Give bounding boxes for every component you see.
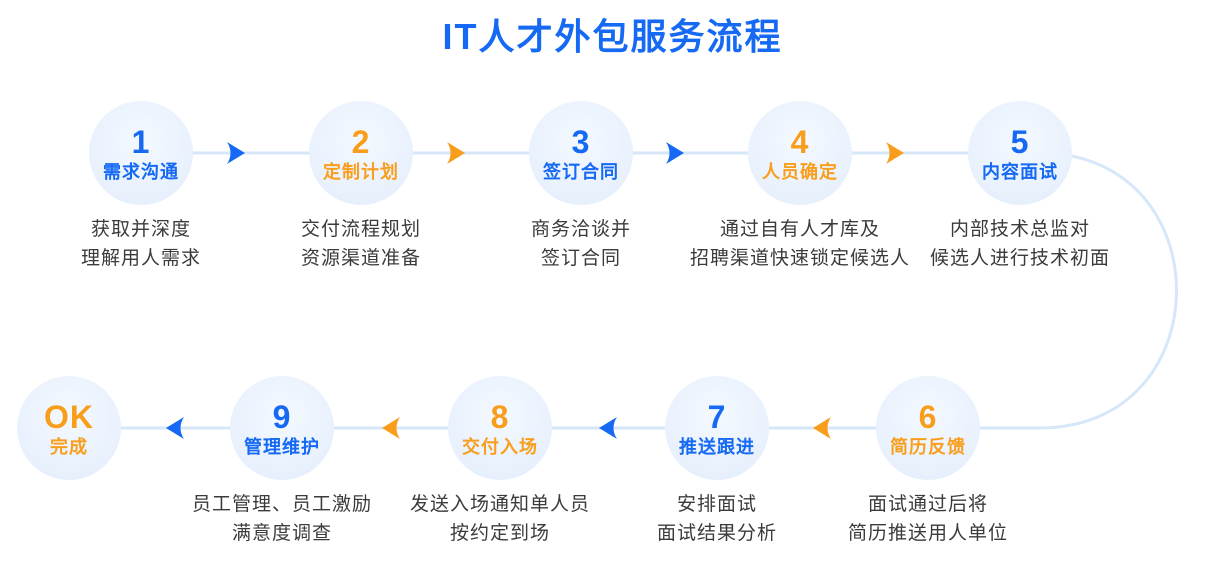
step-description-line: 资源渠道准备: [300, 248, 421, 269]
step-node: 8 交付入场 发送入场通知单人员按约定到场: [370, 376, 630, 548]
step-description-line: 交付流程规划: [300, 219, 421, 240]
step-node: 5 内容面试 内部技术总监对候选人进行技术初面: [890, 101, 1150, 273]
step-node: 7 推送跟进 安排面试面试结果分析: [587, 376, 847, 548]
step-description-line: 获取并深度: [90, 219, 191, 240]
step-circle: 2 定制计划: [309, 101, 413, 205]
step-label: 需求沟通: [103, 161, 179, 182]
step-number: 2: [351, 123, 371, 160]
step-label: 管理维护: [244, 436, 320, 457]
flow-path: [67, 151, 1178, 430]
step-description: 交付流程规划资源渠道准备: [231, 215, 491, 273]
step-number: 7: [707, 398, 727, 435]
step-description-line: 候选人进行技术初面: [929, 248, 1110, 269]
step-label: 完成: [50, 436, 88, 457]
step-description: 安排面试面试结果分析: [587, 490, 847, 548]
step-number: 1: [131, 123, 151, 160]
step-label: 定制计划: [323, 161, 399, 182]
step-description: 面试通过后将简历推送用人单位: [798, 490, 1058, 548]
step-description: 获取并深度理解用人需求: [11, 215, 271, 273]
step-description: 内部技术总监对候选人进行技术初面: [890, 215, 1150, 273]
step-number: 5: [1010, 123, 1030, 160]
arrow-left-icon: [382, 417, 400, 439]
step-description-line: 通过自有人才库及: [719, 219, 880, 240]
step-node: 1 需求沟通 获取并深度理解用人需求: [11, 101, 271, 273]
arrow-right-icon: [447, 142, 465, 164]
step-node: 6 简历反馈 面试通过后将简历推送用人单位: [798, 376, 1058, 548]
step-number: OK: [44, 398, 94, 435]
arrow-left-icon: [813, 417, 831, 439]
arrow-right-icon: [666, 142, 684, 164]
arrow-right-icon: [886, 142, 904, 164]
step-circle: 1 需求沟通: [89, 101, 193, 205]
step-circle: 5 内容面试: [968, 101, 1072, 205]
step-circle: 8 交付入场: [448, 376, 552, 480]
step-node: 3 签订合同 商务洽谈并签订合同: [451, 101, 711, 273]
step-description-line: 签订合同: [540, 248, 621, 269]
step-node: OK 完成: [0, 376, 199, 490]
step-description-line: 满意度调查: [231, 523, 332, 544]
step-circle: 4 人员确定: [748, 101, 852, 205]
step-description-line: 安排面试: [676, 494, 757, 515]
step-circle: OK 完成: [17, 376, 121, 480]
step-description: 发送入场通知单人员按约定到场: [370, 490, 630, 548]
step-description-line: 理解用人需求: [80, 248, 201, 269]
arrow-right-icon: [227, 142, 245, 164]
step-number: 6: [918, 398, 938, 435]
step-label: 内容面试: [982, 161, 1058, 182]
step-description-line: 简历推送用人单位: [847, 523, 1008, 544]
step-circle: 3 签订合同: [529, 101, 633, 205]
step-label: 签订合同: [543, 161, 619, 182]
step-circle: 9 管理维护: [230, 376, 334, 480]
step-number: 3: [571, 123, 591, 160]
step-circle: 6 简历反馈: [876, 376, 980, 480]
step-number: 9: [272, 398, 292, 435]
step-label: 简历反馈: [890, 436, 966, 457]
arrow-left-icon: [599, 417, 617, 439]
step-circle: 7 推送跟进: [665, 376, 769, 480]
step-number: 4: [790, 123, 810, 160]
step-label: 交付入场: [462, 436, 538, 457]
step-node: 9 管理维护 员工管理、员工激励满意度调查: [152, 376, 412, 548]
step-description-line: 面试通过后将: [867, 494, 988, 515]
step-label: 推送跟进: [679, 436, 755, 457]
step-description: 商务洽谈并签订合同: [451, 215, 711, 273]
step-description: 通过自有人才库及招聘渠道快速锁定候选人: [670, 215, 930, 273]
step-description-line: 商务洽谈并: [530, 219, 631, 240]
step-description: 员工管理、员工激励满意度调查: [152, 490, 412, 548]
step-description-line: 发送入场通知单人员: [409, 494, 590, 515]
step-node: 2 定制计划 交付流程规划资源渠道准备: [231, 101, 491, 273]
arrow-left-icon: [166, 417, 184, 439]
step-node: 4 人员确定 通过自有人才库及招聘渠道快速锁定候选人: [670, 101, 930, 273]
step-label: 人员确定: [762, 161, 838, 182]
step-number: 8: [490, 398, 510, 435]
step-description-line: 招聘渠道快速锁定候选人: [689, 248, 910, 269]
page-title: IT人才外包服务流程: [442, 16, 783, 57]
step-description-line: 员工管理、员工激励: [191, 494, 372, 515]
step-description-line: 内部技术总监对: [949, 219, 1090, 240]
step-description-line: 面试结果分析: [656, 523, 777, 544]
step-description-line: 按约定到场: [449, 523, 550, 544]
